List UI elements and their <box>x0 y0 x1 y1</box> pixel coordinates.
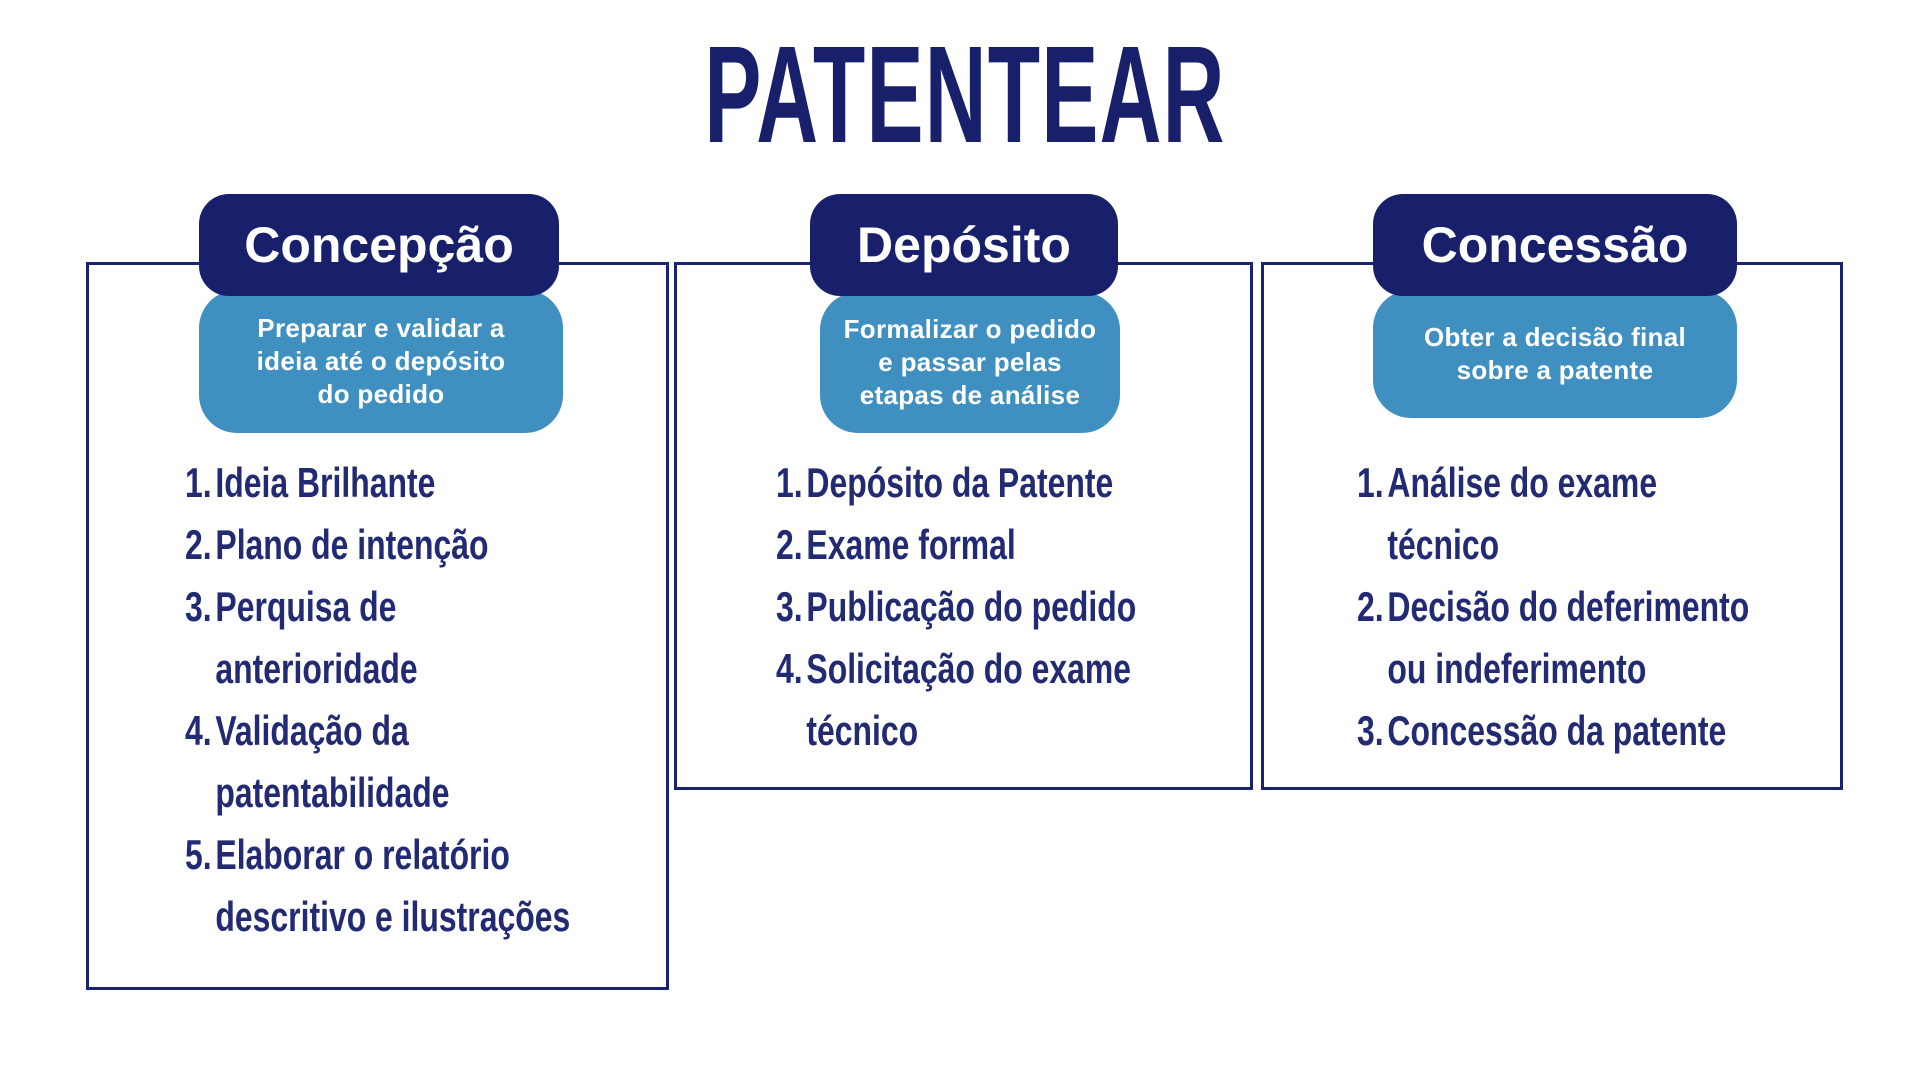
list-item-text: ou indeferimento <box>1387 645 1647 692</box>
subtitle-line: ideia até o depósito <box>256 346 506 376</box>
list-item: 2. Exame formal <box>776 514 1136 576</box>
list-item: 3. Concessão da patente <box>1357 700 1749 762</box>
list-item-text: técnico <box>806 707 919 754</box>
list-item-number: 4. <box>185 707 212 754</box>
list-item-text: patentabilidade <box>215 769 450 816</box>
list-item-text: Publicação do pedido <box>806 583 1137 630</box>
list-item-text: Perquisa de <box>215 583 397 630</box>
list-item-number: 2. <box>776 521 803 568</box>
list-item: 4. Validação da patentabilidade <box>185 700 570 824</box>
list-item-text: Plano de intenção <box>215 521 489 568</box>
subtitle-line: Preparar e validar a <box>257 313 505 343</box>
list-item-text: Depósito da Patente <box>806 459 1114 506</box>
list-item-text: Decisão do deferimento <box>1387 583 1750 630</box>
list-item-text: descritivo e ilustrações <box>215 893 571 940</box>
list-item: 1. Depósito da Patente <box>776 452 1136 514</box>
subtitle-line: sobre a patente <box>1456 355 1654 385</box>
list-item-text: Exame formal <box>806 521 1016 568</box>
list-item-text: Validação da <box>215 707 409 754</box>
list-item-text: anterioridade <box>215 645 418 692</box>
list-item-number: 3. <box>1357 707 1384 754</box>
list-item-number: 4. <box>776 645 803 692</box>
list-item-text: Análise do exame <box>1387 459 1658 506</box>
concessao-subtitle: Obter a decisão final sobre a patente <box>1373 290 1737 418</box>
subtitle-line: Obter a decisão final <box>1423 322 1687 352</box>
concessao-steps-list: 1. Análise do exame técnico 2. Decisão d… <box>1357 452 1749 762</box>
list-item-number: 2. <box>1357 583 1384 630</box>
list-item: 3. Perquisa de anterioridade <box>185 576 570 700</box>
concepcao-header: Concepção <box>199 194 559 296</box>
list-item-text: técnico <box>1387 521 1500 568</box>
list-item: 3. Publicação do pedido <box>776 576 1136 638</box>
concepcao-steps-list: 1. Ideia Brilhante 2. Plano de intenção … <box>185 452 570 948</box>
list-item-number: 2. <box>185 521 212 568</box>
subtitle-line: Formalizar o pedido <box>843 314 1097 344</box>
list-item-text: Ideia Brilhante <box>215 459 436 506</box>
deposito-header: Depósito <box>810 194 1118 296</box>
deposito-steps-list: 1. Depósito da Patente 2. Exame formal 3… <box>776 452 1136 762</box>
list-item: 4. Solicitação do exame técnico <box>776 638 1136 762</box>
list-item-number: 5. <box>185 831 212 878</box>
list-item-number: 1. <box>1357 459 1384 506</box>
list-item-number: 1. <box>185 459 212 506</box>
list-item: 2. Plano de intenção <box>185 514 570 576</box>
subtitle-line: do pedido <box>317 379 445 409</box>
list-item-text: Solicitação do exame <box>806 645 1132 692</box>
list-item-number: 3. <box>185 583 212 630</box>
list-item: 1. Ideia Brilhante <box>185 452 570 514</box>
concessao-header: Concessão <box>1373 194 1737 296</box>
list-item-number: 3. <box>776 583 803 630</box>
subtitle-line: e passar pelas <box>878 347 1062 377</box>
list-item-number: 1. <box>776 459 803 506</box>
subtitle-line: etapas de análise <box>859 380 1081 410</box>
concepcao-subtitle: Preparar e validar a ideia até o depósit… <box>199 290 563 433</box>
list-item: 2. Decisão do deferimento ou indeferimen… <box>1357 576 1749 700</box>
list-item: 5. Elaborar o relatório descritivo e ilu… <box>185 824 570 948</box>
list-item: 1. Análise do exame técnico <box>1357 452 1749 576</box>
page-title: PATENTEAR <box>704 18 1226 172</box>
list-item-text: Elaborar o relatório <box>215 831 510 878</box>
list-item-text: Concessão da patente <box>1387 707 1727 754</box>
deposito-subtitle: Formalizar o pedido e passar pelas etapa… <box>820 292 1120 433</box>
